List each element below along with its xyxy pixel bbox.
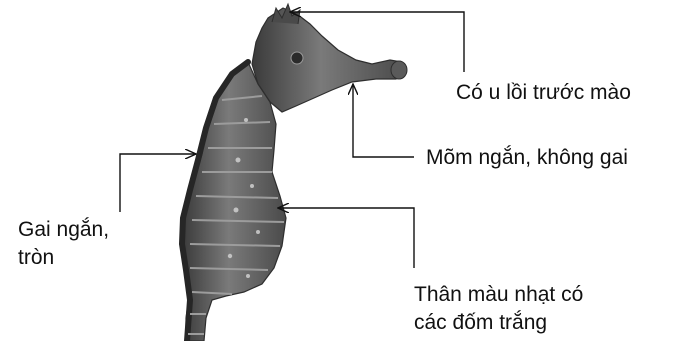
seahorse-eye (291, 52, 303, 64)
seahorse-coronet (272, 4, 300, 24)
pale-body-label-line2: các đốm trắng (414, 309, 583, 337)
crest-bump-label: Có u lồi trước mào (456, 79, 631, 107)
snout-leader-line (353, 84, 414, 157)
short-spines-label-line1: Gai ngắn, (18, 216, 109, 244)
short-spines-label-line2: tròn (18, 244, 109, 272)
body-leader-line (278, 208, 414, 268)
short-snout-label-text: Mõm ngắn, không gai (426, 146, 628, 169)
seahorse-specimen (182, 4, 407, 341)
short-snout-label: Mõm ngắn, không gai (426, 144, 628, 172)
short-spines-label: Gai ngắn, tròn (18, 216, 109, 272)
pale-body-label: Thân màu nhạt có các đốm trắng (414, 281, 583, 337)
seahorse-snout-tip (391, 61, 407, 79)
seahorse-body (182, 62, 286, 341)
pale-body-label-line1: Thân màu nhạt có (414, 281, 583, 309)
seahorse-head (252, 8, 405, 112)
crest-bump-label-text: Có u lồi trước mào (456, 81, 631, 104)
